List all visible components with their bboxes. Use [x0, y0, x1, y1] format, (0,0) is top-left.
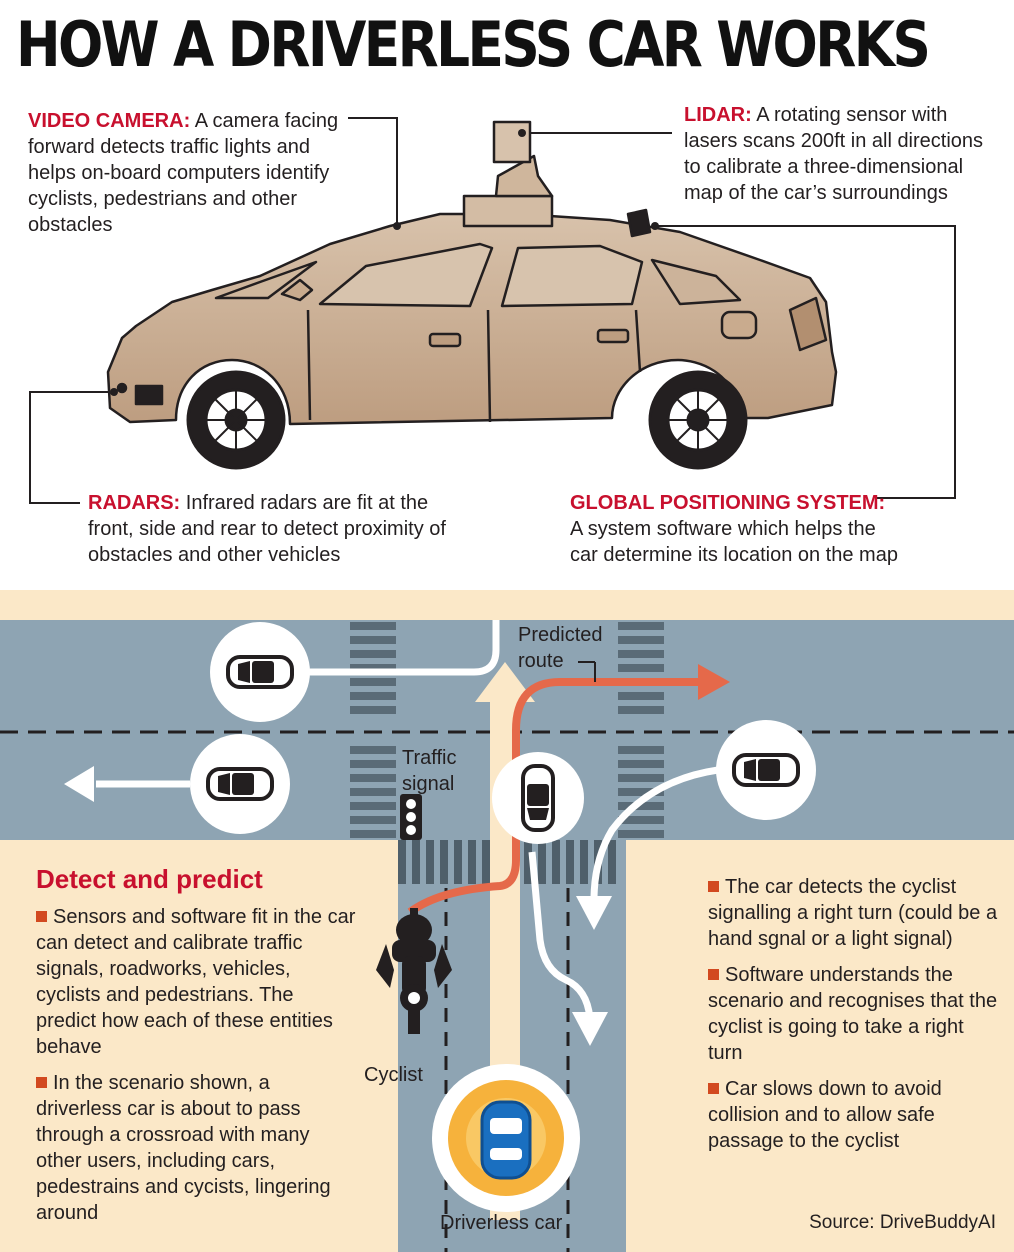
detect-predict-title: Detect and predict [36, 864, 263, 894]
video-camera-text: A camera facing forward detects traffic … [28, 110, 339, 236]
gps-heading: GLOBAL POSITIONING SYSTEM: [570, 492, 886, 514]
lidar-text: A rotating sensor with lasers scans 200f… [684, 104, 984, 204]
traffic-signal-icon [400, 794, 422, 840]
bullet-square-icon [36, 911, 47, 922]
gps-text: A system software which helps the car de… [570, 518, 898, 566]
lidar-heading: LIDAR: [684, 104, 752, 126]
car-illustration [29, 117, 956, 504]
car-center-icon [492, 752, 584, 844]
right-bullet-2: Software understands the scenario and re… [708, 964, 998, 1064]
driverless-car-label: Driverless car [440, 1212, 563, 1234]
bullet-square-icon [708, 1083, 719, 1094]
right-bullet-1: The car detects the cyclist signalling a… [708, 876, 998, 950]
crosswalk-bottom [398, 840, 616, 884]
right-bullet-3: Car slows down to avoid collision and to… [708, 1078, 942, 1152]
car-top-left-icon [210, 622, 310, 722]
cyclist-label: Cyclist [364, 1064, 423, 1086]
left-bullets: Sensors and software fit in the car can … [36, 904, 356, 1236]
radars-callout: RADARS: Infrared radars are fit at the f… [88, 490, 458, 568]
rear-wheel [648, 370, 748, 470]
video-camera-callout: VIDEO CAMERA: A camera facing forward de… [28, 108, 358, 238]
right-bullets: The car detects the cyclist signalling a… [708, 874, 998, 1164]
car-left-icon [190, 734, 290, 834]
bullet-square-icon [36, 1077, 47, 1088]
leader-lines [29, 117, 956, 504]
left-bullet-2: In the scenario shown, a driverless car … [36, 1072, 331, 1224]
predicted-route-label: Predicted route [518, 624, 603, 672]
gps-callout: GLOBAL POSITIONING SYSTEM: A system soft… [570, 490, 900, 568]
driverless-car-icon [432, 1064, 580, 1212]
traffic-signal-label: Traffic signal [402, 747, 457, 795]
intersection-map [0, 590, 1014, 1252]
radars-text: Infrared radars are fit at the front, si… [88, 492, 446, 566]
radars-heading: RADARS: [88, 492, 181, 514]
car-right-icon [716, 720, 816, 820]
left-bullet-1: Sensors and software fit in the car can … [36, 906, 356, 1058]
source-credit: Source: DriveBuddyAI [809, 1212, 996, 1233]
bullet-square-icon [708, 881, 719, 892]
video-camera-heading: VIDEO CAMERA: [28, 110, 191, 132]
page-title: HOW A DRIVERLESS CAR WORKS [16, 8, 931, 81]
car-body [106, 120, 838, 426]
front-wheel [186, 370, 286, 470]
bullet-square-icon [708, 969, 719, 980]
lidar-callout: LIDAR: A rotating sensor with lasers sca… [684, 102, 994, 206]
predicted-route-line [407, 678, 700, 916]
cyclist-icon [376, 908, 452, 1034]
crosswalk-left [350, 622, 396, 838]
